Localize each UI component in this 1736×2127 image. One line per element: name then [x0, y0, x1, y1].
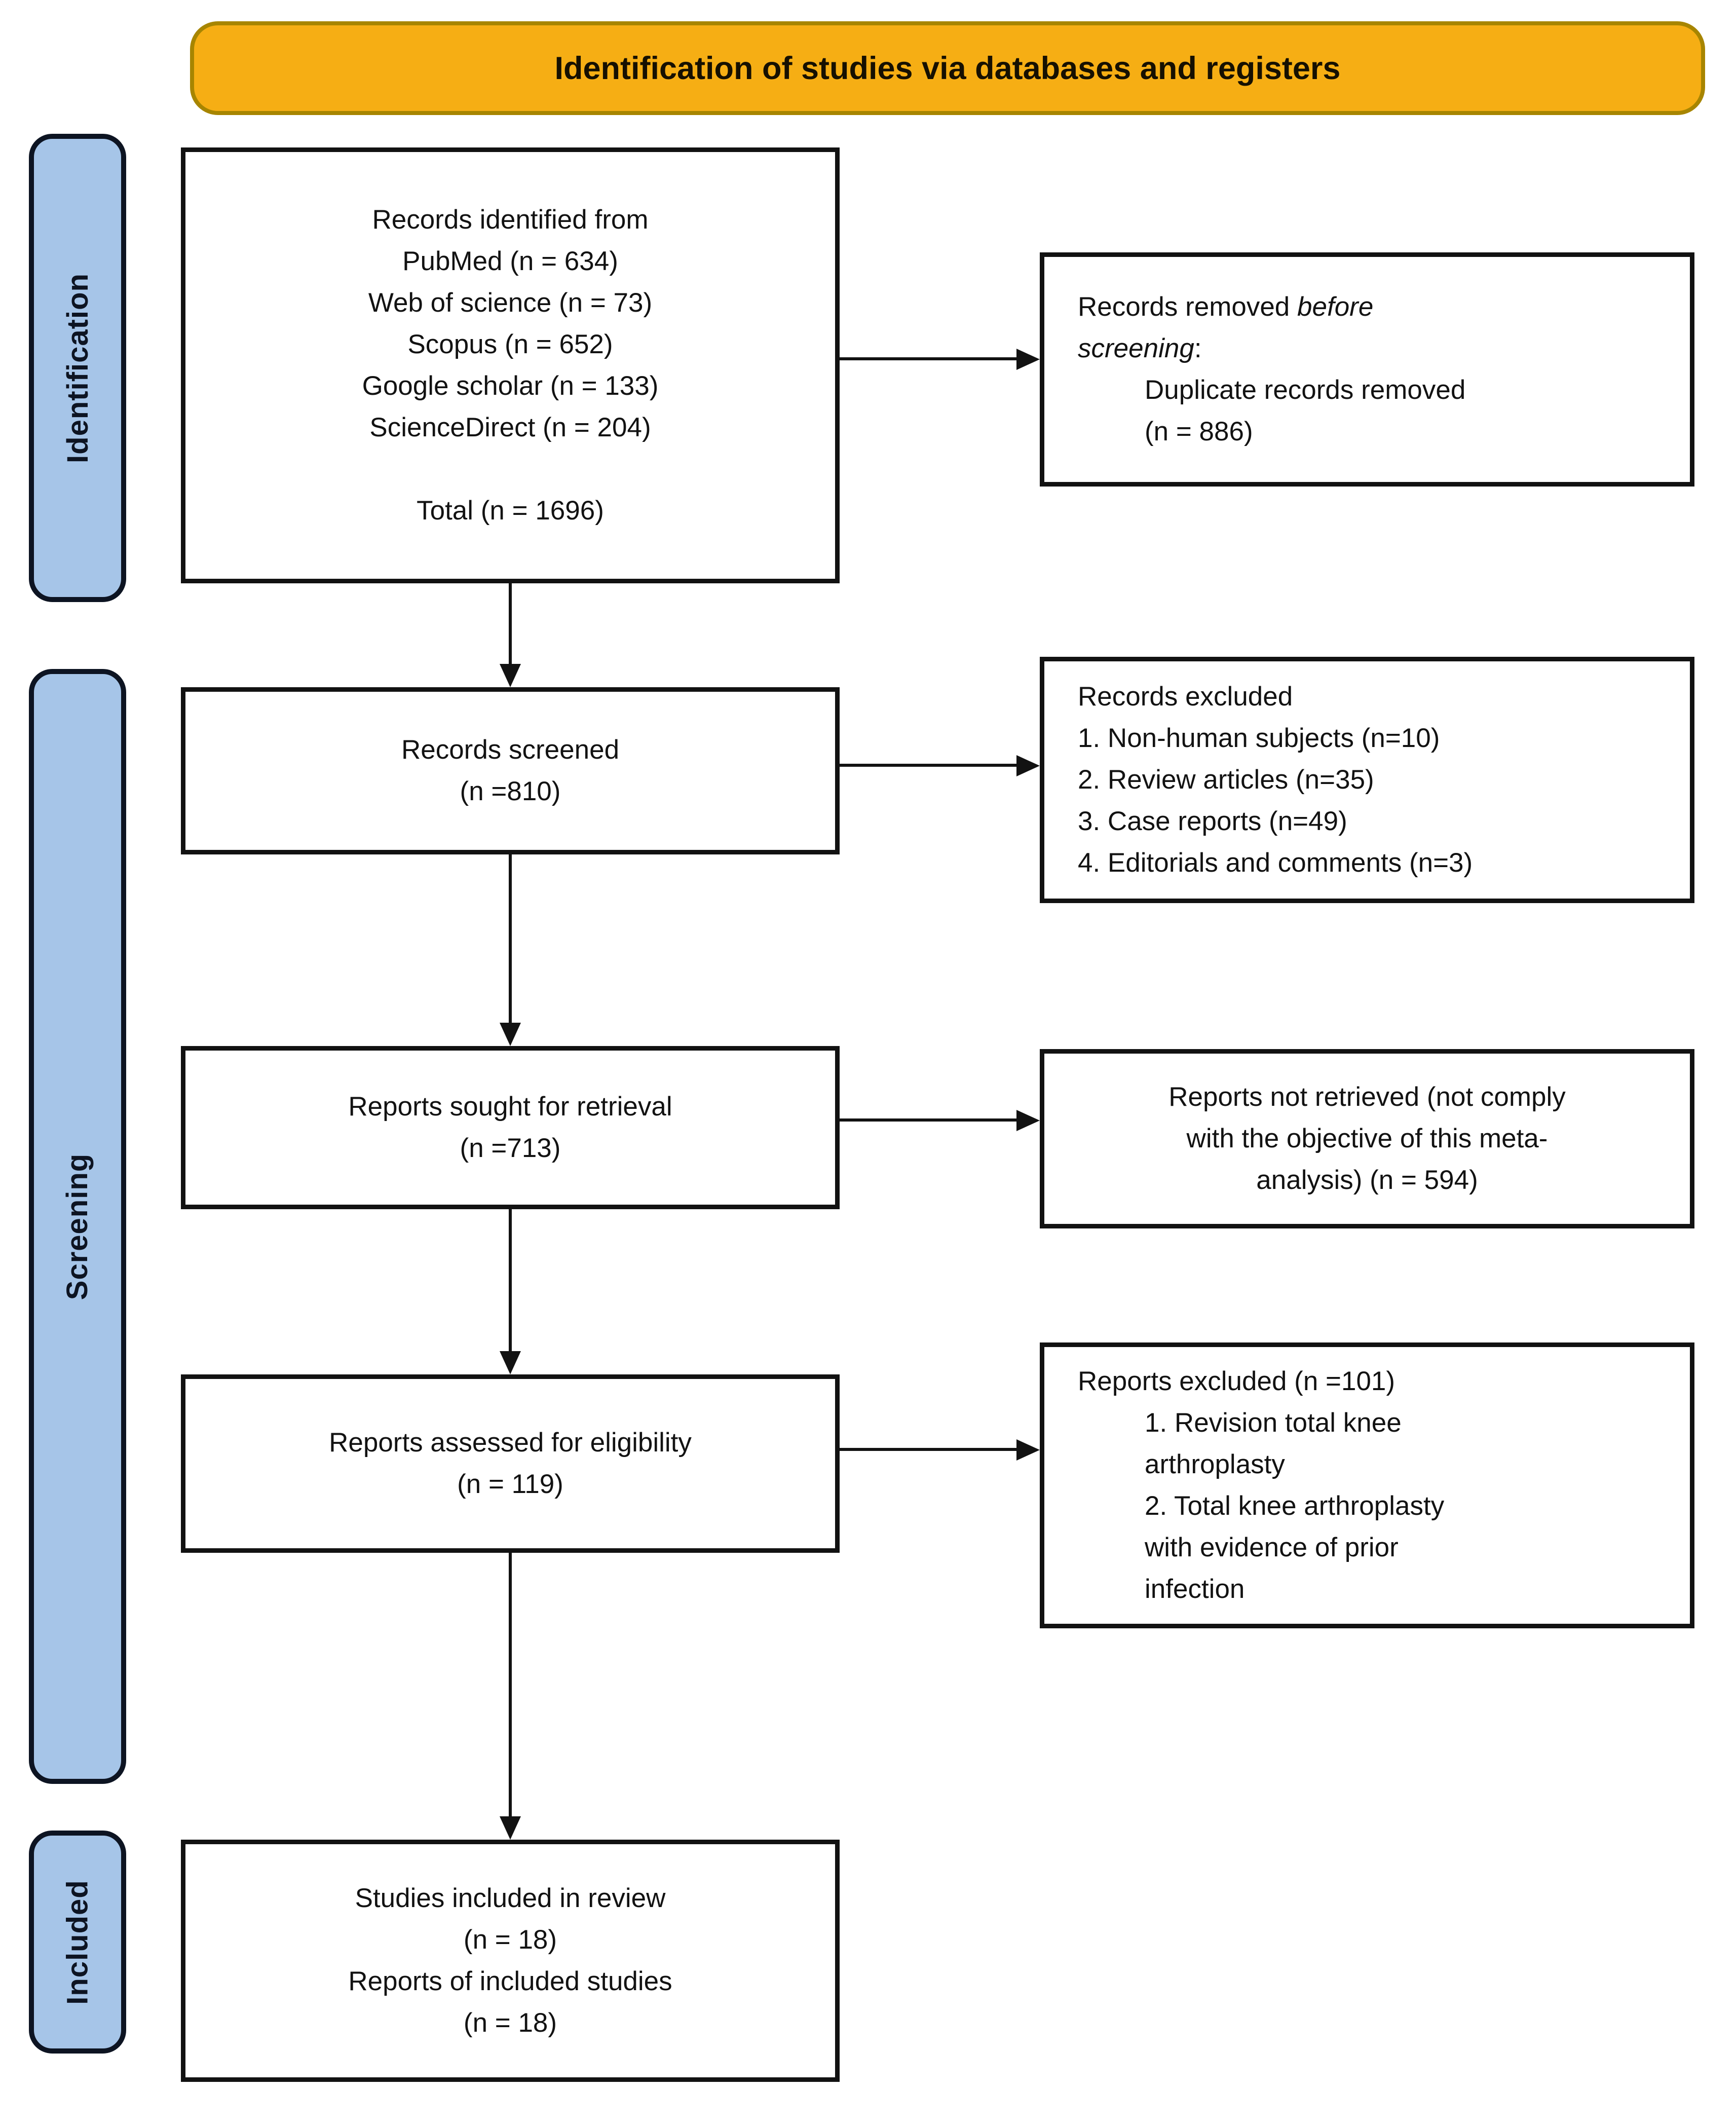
arrow-sought-to-assessed	[509, 1209, 512, 1351]
records-identified-line: Web of science (n = 73)	[368, 288, 653, 318]
arrowhead-down-icon	[500, 664, 521, 687]
box-records-excluded: Records excluded 1. Non-human subjects (…	[1040, 657, 1694, 903]
records-excluded-item: 2. Review articles (n=35)	[1078, 765, 1374, 795]
records-identified-line: PubMed (n = 634)	[402, 246, 618, 276]
arrowhead-down-icon	[500, 1351, 521, 1374]
reports-not-retrieved-line: Reports not retrieved (not comply	[1168, 1082, 1566, 1112]
arrowhead-down-icon	[500, 1023, 521, 1046]
duplicate-records-line: Duplicate records removed	[1145, 375, 1466, 405]
stage-label-identification: Identification	[29, 134, 126, 602]
reports-not-retrieved-line: analysis) (n = 594)	[1256, 1165, 1478, 1195]
stage-label-included: Included	[29, 1831, 126, 2054]
box-records-removed-before-screening: Records removed before screening: Duplic…	[1040, 252, 1694, 487]
reports-excluded-item: 2. Total knee arthroplasty	[1145, 1491, 1445, 1521]
arrow-identified-to-screened	[509, 583, 512, 664]
stage-label-included-text: Included	[61, 1879, 94, 2005]
arrowhead-right-icon	[1016, 1110, 1040, 1131]
records-identified-total: Total (n = 1696)	[417, 496, 604, 526]
arrowhead-down-icon	[500, 1816, 521, 1840]
stage-label-screening-text: Screening	[61, 1153, 94, 1300]
records-excluded-item: 1. Non-human subjects (n=10)	[1078, 723, 1440, 753]
reports-not-retrieved-line: with the objective of this meta-	[1186, 1124, 1548, 1153]
duplicate-records-count: (n = 886)	[1145, 417, 1253, 446]
reports-sought-line: Reports sought for retrieval	[348, 1092, 672, 1122]
records-identified-line: Scopus (n = 652)	[407, 329, 613, 359]
arrow-screened-to-excluded	[840, 764, 1016, 767]
arrowhead-right-icon	[1016, 349, 1040, 370]
records-removed-line2: screening:	[1078, 328, 1672, 369]
box-reports-sought: Reports sought for retrieval (n =713)	[181, 1046, 840, 1209]
stage-label-screening: Screening	[29, 669, 126, 1784]
records-screened-line: Records screened	[401, 735, 620, 765]
reports-of-included-line: Reports of included studies	[348, 1966, 672, 1996]
records-removed-prefix: Records removed	[1078, 292, 1298, 322]
reports-excluded-item: with evidence of prior	[1145, 1533, 1399, 1562]
arrow-sought-to-not-retrieved	[840, 1118, 1016, 1122]
stage-label-identification-text: Identification	[61, 273, 94, 463]
box-studies-included: Studies included in review (n = 18) Repo…	[181, 1840, 840, 2082]
arrowhead-right-icon	[1016, 1439, 1040, 1461]
banner-title: Identification of studies via databases …	[554, 50, 1341, 86]
arrow-identified-to-removed	[840, 357, 1016, 360]
box-reports-assessed: Reports assessed for eligibility (n = 11…	[181, 1374, 840, 1553]
box-reports-not-retrieved: Reports not retrieved (not comply with t…	[1040, 1049, 1694, 1228]
arrow-assessed-to-reports-excluded	[840, 1448, 1016, 1451]
reports-assessed-line: Reports assessed for eligibility	[329, 1428, 692, 1458]
records-excluded-item: 4. Editorials and comments (n=3)	[1078, 848, 1473, 878]
reports-excluded-item: arthroplasty	[1145, 1449, 1285, 1479]
arrow-assessed-to-included	[509, 1553, 512, 1816]
records-identified-line: ScienceDirect (n = 204)	[369, 413, 651, 442]
records-removed-line1: Records removed before	[1078, 286, 1672, 328]
box-reports-excluded: Reports excluded (n =101) 1. Revision to…	[1040, 1342, 1694, 1628]
reports-sought-count: (n =713)	[460, 1133, 561, 1163]
records-identified-line: Records identified from	[372, 205, 649, 235]
arrow-screened-to-sought	[509, 854, 512, 1023]
banner-identification-of-studies: Identification of studies via databases …	[190, 21, 1705, 115]
records-screened-count: (n =810)	[460, 776, 561, 806]
records-removed-italic-before: before	[1297, 292, 1374, 322]
records-excluded-title: Records excluded	[1078, 682, 1293, 712]
studies-included-line: Studies included in review	[355, 1883, 666, 1913]
box-records-screened: Records screened (n =810)	[181, 687, 840, 854]
reports-of-included-count: (n = 18)	[463, 2008, 557, 2038]
records-identified-line: Google scholar (n = 133)	[362, 371, 659, 401]
records-excluded-item: 3. Case reports (n=49)	[1078, 806, 1347, 836]
records-removed-italic-screening: screening	[1078, 333, 1194, 363]
reports-excluded-title: Reports excluded (n =101)	[1078, 1366, 1395, 1396]
reports-excluded-item: infection	[1145, 1574, 1245, 1604]
records-removed-colon: :	[1194, 333, 1202, 363]
reports-assessed-count: (n = 119)	[457, 1469, 563, 1499]
reports-excluded-item: 1. Revision total knee	[1145, 1408, 1402, 1438]
studies-included-count: (n = 18)	[463, 1925, 557, 1955]
arrowhead-right-icon	[1016, 755, 1040, 776]
box-records-identified: Records identified from PubMed (n = 634)…	[181, 147, 840, 583]
